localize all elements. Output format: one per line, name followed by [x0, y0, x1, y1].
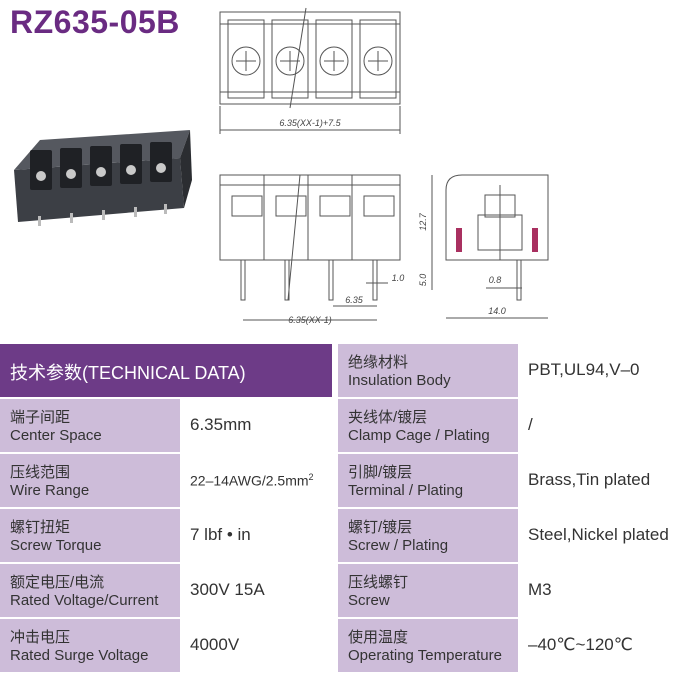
- value-screw-plating: Steel,Nickel plated: [518, 509, 700, 562]
- product-title: RZ635-05B: [10, 4, 180, 40]
- label-zh: 使用温度: [348, 629, 409, 646]
- value-clamp-cage: /: [518, 399, 700, 452]
- value-rated-voltage: 300V 15A: [180, 564, 332, 617]
- top-view: [219, 7, 401, 134]
- table-header-text: 技术参数(TECHNICAL DATA): [10, 363, 246, 383]
- product-photo: [14, 130, 192, 226]
- label-screw: 压线螺钉 Screw: [338, 564, 518, 617]
- dim-height: 12.7: [418, 212, 428, 231]
- table-row: 额定电压/电流 Rated Voltage/Current 300V 15A 压…: [0, 564, 700, 617]
- wire-range-text: 22–14AWG/2.5mm: [190, 472, 309, 489]
- value-text: Steel,Nickel plated: [528, 525, 669, 544]
- value-text: 300V 15A: [190, 580, 265, 599]
- dim-side-pin: 0.8: [489, 275, 502, 285]
- dim-pin: 1.0: [392, 273, 405, 283]
- value-screw-torque: 7 lbf • in: [180, 509, 332, 562]
- dim-pitch: 6.35: [345, 295, 364, 305]
- label-zh: 冲击电压: [10, 629, 71, 646]
- table-row: 端子间距 Center Space 6.35mm 夹线体/镀层 Clamp Ca…: [0, 399, 700, 452]
- value-insulation-body: PBT,UL94,V–0: [518, 344, 700, 397]
- label-zh: 螺钉扭矩: [10, 519, 71, 536]
- value-text: PBT,UL94,V–0: [528, 360, 640, 379]
- label-en: Rated Surge Voltage: [10, 647, 149, 664]
- label-en: Screw / Plating: [348, 537, 449, 554]
- value-text: –40℃~120℃: [528, 635, 633, 654]
- value-text: 6.35mm: [190, 415, 252, 434]
- label-en: Screw Torque: [10, 537, 102, 554]
- label-en: Operating Temperature: [348, 647, 502, 664]
- label-zh: 压线范围: [10, 464, 71, 481]
- table-row: 螺钉扭矩 Screw Torque 7 lbf • in 螺钉/镀层 Screw…: [0, 509, 700, 562]
- label-zh: 螺钉/镀层: [348, 519, 413, 536]
- table-header: 技术参数(TECHNICAL DATA): [0, 344, 332, 397]
- technical-drawing: 6.35(XX-1)+7.5 6.35(XX-1) 6.35 1.0: [14, 7, 549, 325]
- dim-pitch-total: 6.35(XX-1): [288, 315, 332, 325]
- value-text: M3: [528, 580, 552, 599]
- value-operating-temperature: –40℃~120℃: [518, 619, 700, 672]
- label-operating-temperature: 使用温度 Operating Temperature: [338, 619, 518, 672]
- label-en: Center Space: [10, 427, 102, 444]
- dim-pin-length: 5.0: [418, 274, 428, 287]
- label-terminal-plating: 引脚/镀层 Terminal / Plating: [338, 454, 518, 507]
- label-en: Wire Range: [10, 482, 90, 499]
- label-insulation-body: 绝缘材料 Insulation Body: [338, 344, 518, 397]
- value-text: 22–14AWG/2.5mm2: [190, 472, 314, 489]
- table-row: 技术参数(TECHNICAL DATA) 绝缘材料 Insulation Bod…: [0, 344, 700, 397]
- label-en: Rated Voltage/Current: [10, 592, 159, 609]
- label-en: Terminal / Plating: [348, 482, 464, 499]
- label-surge-voltage: 冲击电压 Rated Surge Voltage: [0, 619, 180, 672]
- label-en: Screw: [348, 592, 390, 609]
- label-zh: 压线螺钉: [348, 574, 409, 591]
- value-text: 4000V: [190, 635, 240, 654]
- value-wire-range: 22–14AWG/2.5mm2: [180, 454, 332, 507]
- value-center-space: 6.35mm: [180, 399, 332, 452]
- front-view: [219, 174, 401, 321]
- label-zh: 额定电压/电流: [10, 574, 105, 591]
- label-screw-torque: 螺钉扭矩 Screw Torque: [0, 509, 180, 562]
- wire-range-sup: 2: [308, 472, 314, 482]
- label-rated-voltage: 额定电压/电流 Rated Voltage/Current: [0, 564, 180, 617]
- label-screw-plating: 螺钉/镀层 Screw / Plating: [338, 509, 518, 562]
- label-zh: 绝缘材料: [348, 354, 409, 371]
- value-terminal-plating: Brass,Tin plated: [518, 454, 700, 507]
- label-en: Clamp Cage / Plating: [348, 427, 490, 444]
- table-row: 压线范围 Wire Range 22–14AWG/2.5mm2 引脚/镀层 Te…: [0, 454, 700, 507]
- label-zh: 夹线体/镀层: [348, 409, 428, 426]
- value-surge-voltage: 4000V: [180, 619, 332, 672]
- value-text: /: [528, 415, 533, 434]
- value-text: Brass,Tin plated: [528, 470, 651, 489]
- dim-depth: 14.0: [488, 306, 506, 316]
- label-zh: 引脚/镀层: [348, 464, 413, 481]
- table-row: 冲击电压 Rated Surge Voltage 4000V 使用温度 Oper…: [0, 619, 700, 672]
- value-screw: M3: [518, 564, 700, 617]
- label-zh: 端子间距: [10, 409, 71, 426]
- label-center-space: 端子间距 Center Space: [0, 399, 180, 452]
- side-view: [431, 174, 549, 319]
- label-wire-range: 压线范围 Wire Range: [0, 454, 180, 507]
- label-clamp-cage: 夹线体/镀层 Clamp Cage / Plating: [338, 399, 518, 452]
- label-en: Insulation Body: [348, 372, 451, 389]
- technical-data-table: 技术参数(TECHNICAL DATA) 绝缘材料 Insulation Bod…: [0, 344, 700, 673]
- dim-top-width: 6.35(XX-1)+7.5: [279, 118, 341, 128]
- value-text: 7 lbf • in: [190, 525, 251, 544]
